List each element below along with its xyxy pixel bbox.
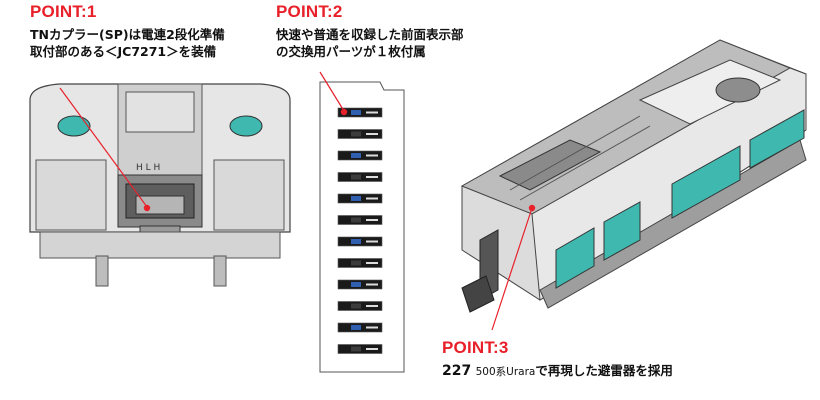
display-plate xyxy=(337,129,383,139)
point3-model-number: 227 xyxy=(442,363,472,379)
display-plate xyxy=(337,172,383,182)
display-plate xyxy=(337,322,383,333)
point2-marker xyxy=(340,108,348,116)
point3-description: 227 500系Uraraで再現した避雷器を採用 xyxy=(442,360,673,379)
point1-line1: TNカプラー(SP)は電連2段化準備 xyxy=(30,27,225,42)
display-plate xyxy=(337,301,383,311)
point3-text: で再現した避雷器を採用 xyxy=(535,363,673,378)
point3-series: 500系Urara xyxy=(475,366,536,378)
svg-text:H L H: H L H xyxy=(136,163,160,173)
display-plate-list xyxy=(337,107,383,354)
point2-line2: の交換用パーツが１枚付属 xyxy=(276,44,426,59)
point1-marker xyxy=(143,204,151,212)
display-plate xyxy=(337,107,383,118)
display-plate xyxy=(337,236,383,247)
display-plate xyxy=(337,258,383,268)
display-plate xyxy=(337,193,383,204)
train-front-view: H L H xyxy=(29,83,291,287)
point2-line1: 快速や普通を収録した前面表示部 xyxy=(276,27,464,42)
point3-leader-line xyxy=(491,207,533,331)
point2-leader-line xyxy=(319,71,345,112)
point1-leader-line xyxy=(59,87,148,208)
display-plate xyxy=(337,150,383,161)
point3-marker xyxy=(528,204,536,212)
train-roof-view xyxy=(460,39,807,313)
display-plate xyxy=(337,215,383,225)
point3-title: POINT:3 xyxy=(442,338,509,357)
point2-title: POINT:2 xyxy=(276,2,343,21)
display-plate xyxy=(337,344,383,354)
point1-title: POINT:1 xyxy=(30,2,97,21)
display-plate xyxy=(337,279,383,290)
point1-line2: 取付部のある＜JC7271＞を装備 xyxy=(30,44,217,59)
